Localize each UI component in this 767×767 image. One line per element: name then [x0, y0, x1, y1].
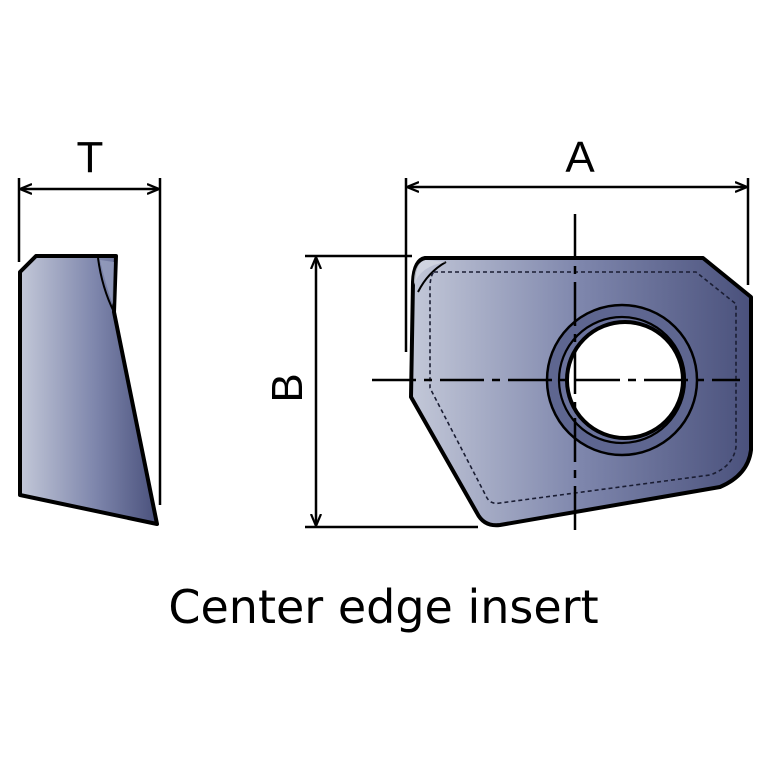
top-view: A B: [263, 133, 753, 537]
insert-corner-chamfer: [417, 261, 447, 293]
side-chamfer-line: [97, 257, 115, 313]
a-label: A: [565, 133, 595, 182]
b-label: B: [263, 373, 312, 402]
diagram-caption: Center edge insert: [168, 580, 599, 634]
side-chamfer-highlight: [100, 260, 114, 305]
side-view: T: [17, 133, 162, 526]
insert-corner-highlight: [414, 260, 446, 285]
t-label: T: [77, 133, 104, 182]
cutting-edge-outline: [429, 271, 737, 505]
side-profile: [18, 254, 159, 526]
